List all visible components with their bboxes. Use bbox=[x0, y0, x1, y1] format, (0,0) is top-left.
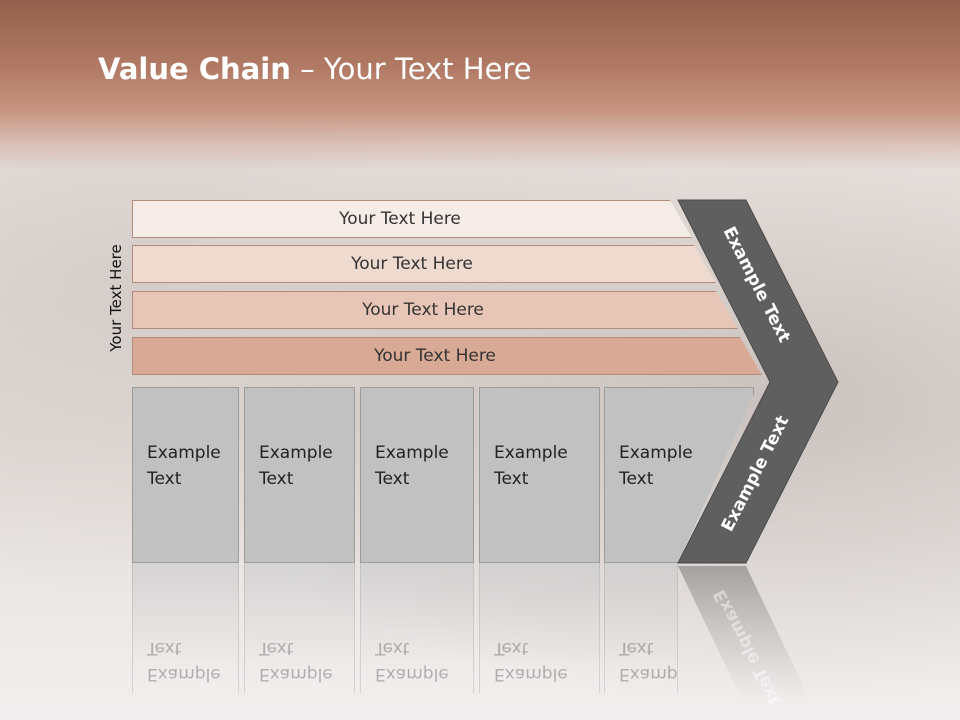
value-bar-1: Your Text Here bbox=[132, 200, 692, 238]
title-bold: Value Chain bbox=[98, 52, 291, 86]
header-band bbox=[0, 0, 960, 170]
chevron-reflection bbox=[678, 566, 810, 700]
box-5-line1: Example bbox=[619, 443, 693, 463]
title-rest: – Your Text Here bbox=[290, 52, 532, 86]
box-2-line2: Text bbox=[259, 469, 294, 489]
box-2-line1: Example bbox=[259, 443, 333, 463]
value-bar-4: Your Text Here bbox=[132, 337, 762, 375]
box-1-line2: Text bbox=[147, 469, 182, 489]
box-3-line1: Example bbox=[375, 443, 449, 463]
box-3-line2: Text bbox=[375, 469, 410, 489]
value-bar-2: Your Text Here bbox=[132, 245, 716, 283]
chevron-shape bbox=[677, 199, 839, 564]
slide-title: Value Chain – Your Text Here bbox=[98, 52, 532, 86]
box-1-line1: Example bbox=[147, 443, 221, 463]
box-4-line1: Example bbox=[494, 443, 568, 463]
box-4-line2: Text bbox=[494, 469, 529, 489]
value-bar-3: Your Text Here bbox=[132, 291, 738, 329]
box-5-line2: Text bbox=[619, 469, 654, 489]
